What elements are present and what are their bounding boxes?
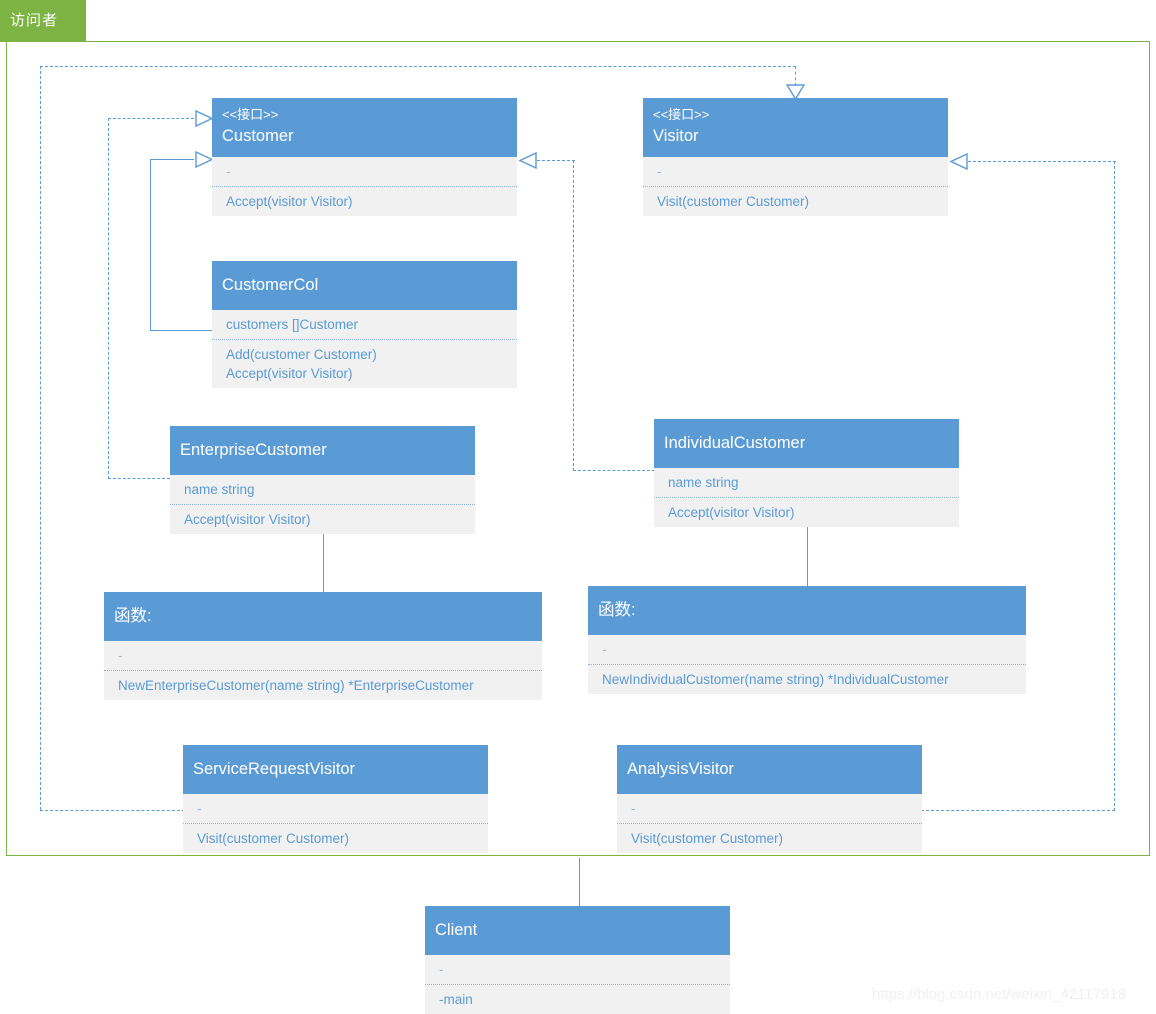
class-header-enterprisecustomer: EnterpriseCustomer — [170, 426, 475, 475]
class-box-individualcustomer[interactable]: IndividualCustomer name string Accept(vi… — [654, 419, 959, 527]
watermark-text: https://blog.csdn.net/weixin_42117918 — [872, 986, 1127, 1003]
arrowhead-right-customer-generalization — [195, 150, 214, 169]
connector-individual-customer-vert — [573, 160, 574, 471]
class-header-individualcustomer: IndividualCustomer — [654, 419, 959, 468]
class-box-servicerequestvisitor[interactable]: ServiceRequestVisitor - Visit(customer C… — [183, 745, 488, 853]
class-header-client: Client — [425, 906, 730, 955]
operation-item: Visit(customer Customer) — [631, 831, 784, 846]
class-header-visitor: <<接口>> Visitor — [643, 98, 948, 157]
arrowhead-left-visitor-realization — [949, 152, 968, 171]
class-operations-individualcustomer: Accept(visitor Visitor) — [654, 498, 959, 527]
class-name-customercol: CustomerCol — [222, 276, 319, 294]
class-attributes-analysisvisitor: - — [617, 794, 922, 824]
connector-individual-funcs — [807, 521, 808, 587]
class-name-enterprisecustomer: EnterpriseCustomer — [180, 441, 327, 459]
connector-analysis-visitor-vert — [1114, 161, 1115, 811]
class-operations-servicerequestvisitor: Visit(customer Customer) — [183, 824, 488, 853]
connector-enterprise-customer-top — [108, 118, 194, 119]
class-attributes-servicerequestvisitor: - — [183, 794, 488, 824]
class-header-customer: <<接口>> Customer — [212, 98, 517, 157]
stereotype-interface: <<接口>> — [222, 107, 279, 122]
class-name-individualcustomer: IndividualCustomer — [664, 434, 806, 452]
class-name-visitor: Visitor — [653, 127, 699, 145]
operation-item: Accept(visitor Visitor) — [184, 512, 311, 527]
class-name-analysisvisitor: AnalysisVisitor — [627, 760, 734, 778]
class-attributes-visitor: - — [643, 157, 948, 187]
operation-item: Accept(visitor Visitor) — [668, 505, 795, 520]
class-operations-individual-functions: NewIndividualCustomer(name string) *Indi… — [588, 665, 1026, 694]
class-box-client[interactable]: Client - -main — [425, 906, 730, 1014]
connector-enterprise-funcs — [323, 528, 324, 593]
connector-individual-customer-top — [537, 160, 575, 161]
class-header-analysisvisitor: AnalysisVisitor — [617, 745, 922, 794]
class-box-individual-functions[interactable]: 函数: - NewIndividualCustomer(name string)… — [588, 586, 1026, 694]
connector-servicerequestvisitor-visitor-top — [40, 66, 796, 67]
connector-individual-customer-bottom — [573, 470, 655, 471]
class-operations-enterprise-functions: NewEnterpriseCustomer(name string) *Ente… — [104, 671, 542, 700]
operation-item: Visit(customer Customer) — [197, 831, 350, 846]
connector-analysis-visitor-bottom — [921, 810, 1115, 811]
class-attributes-customer: - — [212, 157, 517, 187]
connector-servicerequestvisitor-visitor-left — [40, 66, 41, 810]
connector-customercol-customer-bottom — [150, 330, 212, 331]
operation-item: Accept(visitor Visitor) — [226, 366, 353, 381]
class-box-customer[interactable]: <<接口>> Customer - Accept(visitor Visitor… — [212, 98, 517, 216]
class-operations-visitor: Visit(customer Customer) — [643, 187, 948, 216]
connector-enterprise-customer-vert — [108, 118, 109, 479]
connector-servicerequestvisitor-visitor-drop — [795, 66, 796, 86]
arrowhead-down-visitor — [785, 84, 806, 101]
class-box-analysisvisitor[interactable]: AnalysisVisitor - Visit(customer Custome… — [617, 745, 922, 853]
class-name-client: Client — [435, 921, 478, 939]
class-box-visitor[interactable]: <<接口>> Visitor - Visit(customer Customer… — [643, 98, 948, 216]
class-header-customercol: CustomerCol — [212, 261, 517, 310]
connector-customercol-customer-vert — [150, 159, 151, 331]
connector-analysis-visitor-top — [968, 161, 1116, 162]
class-operations-customercol: Add(customer Customer) Accept(visitor Vi… — [212, 340, 517, 388]
class-attributes-customercol: customers []Customer — [212, 310, 517, 340]
class-attributes-individual-functions: - — [588, 635, 1026, 665]
operation-item: -main — [439, 992, 473, 1007]
connector-client-package — [579, 858, 580, 906]
operation-item: Add(customer Customer) — [226, 347, 377, 362]
operation-item: Accept(visitor Visitor) — [226, 194, 353, 209]
class-header-enterprise-functions: 函数: — [104, 592, 542, 641]
class-name-customer: Customer — [222, 127, 294, 145]
class-box-enterprise-functions[interactable]: 函数: - NewEnterpriseCustomer(name string)… — [104, 592, 542, 700]
class-box-customercol[interactable]: CustomerCol customers []Customer Add(cus… — [212, 261, 517, 388]
class-attributes-enterprise-functions: - — [104, 641, 542, 671]
package-frame — [6, 41, 1150, 856]
class-attributes-enterprisecustomer: name string — [170, 475, 475, 505]
stereotype-interface: <<接口>> — [653, 107, 710, 122]
class-name-enterprise-functions: 函数: — [114, 607, 152, 625]
package-tab-label: 访问者 — [0, 0, 86, 42]
operation-item: Visit(customer Customer) — [657, 194, 810, 209]
class-attributes-client: - — [425, 955, 730, 985]
operation-item: NewIndividualCustomer(name string) *Indi… — [602, 672, 949, 687]
class-attributes-individualcustomer: name string — [654, 468, 959, 498]
connector-customercol-customer-top — [150, 159, 194, 160]
class-box-enterprisecustomer[interactable]: EnterpriseCustomer name string Accept(vi… — [170, 426, 475, 534]
arrowhead-left-customer-realization — [518, 151, 537, 170]
class-operations-analysisvisitor: Visit(customer Customer) — [617, 824, 922, 853]
class-header-servicerequestvisitor: ServiceRequestVisitor — [183, 745, 488, 794]
class-header-individual-functions: 函数: — [588, 586, 1026, 635]
class-operations-customer: Accept(visitor Visitor) — [212, 187, 517, 216]
class-name-servicerequestvisitor: ServiceRequestVisitor — [193, 760, 356, 778]
operation-item: NewEnterpriseCustomer(name string) *Ente… — [118, 678, 474, 693]
connector-servicerequestvisitor-visitor-bottom — [40, 810, 185, 811]
class-operations-client: -main — [425, 985, 730, 1014]
arrowhead-right-customer-realization — [195, 109, 214, 128]
connector-enterprise-customer-bottom — [108, 478, 170, 479]
class-operations-enterprisecustomer: Accept(visitor Visitor) — [170, 505, 475, 534]
class-name-individual-functions: 函数: — [598, 601, 636, 619]
